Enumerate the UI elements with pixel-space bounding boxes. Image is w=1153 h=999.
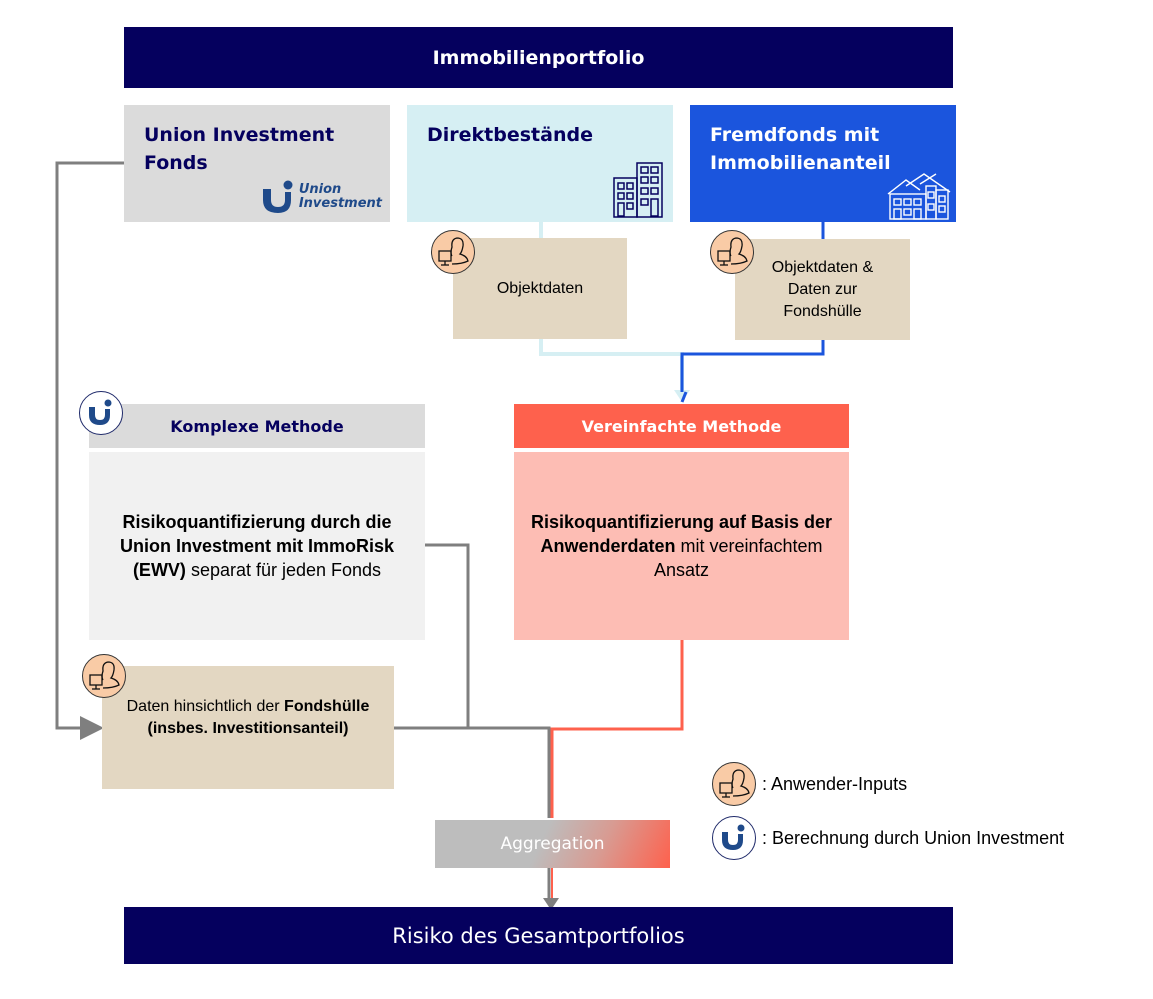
source-fremdfonds: Fremdfonds mit Immobilienanteil <box>690 105 956 222</box>
legend: : Anwender-Inputs : Berechnung durch Uni… <box>712 760 1064 862</box>
source-fremd-label: Fremdfonds mit Immobilienanteil <box>710 124 891 174</box>
aggregation-box: Aggregation <box>435 820 670 868</box>
arrow-fremd <box>680 391 688 403</box>
user-input-icon <box>431 230 475 274</box>
source-direkt-label: Direktbestände <box>427 124 593 146</box>
input-objektdaten-fondshuelle: Objektdaten & Daten zur Fondshülle <box>735 239 910 340</box>
legend-label-user-input: : Anwender-Inputs <box>762 773 908 794</box>
union-investment-icon <box>79 391 123 435</box>
union-investment-icon <box>712 816 756 860</box>
source-direktbestaende: Direktbestände <box>407 105 673 222</box>
source-union-investment-fonds: Union Investment Fonds Union Investment <box>124 105 390 222</box>
arrow-aggregation <box>543 898 559 910</box>
fondshuelle-bold: Fondshülle <box>284 697 370 715</box>
user-input-icon <box>82 654 126 698</box>
complex-body-bold: Risikoquantifizierung durch die Union In… <box>119 512 395 580</box>
union-logo-mark-icon <box>262 180 293 213</box>
union-investment-logo: Union Investment <box>261 180 382 214</box>
input-objektdaten: Objektdaten <box>453 238 627 339</box>
simple-body-bold: Risikoquantifizierung auf Basis der Anwe… <box>530 512 833 556</box>
connector-fondshuelle <box>394 726 551 818</box>
fondshuelle-bold-2: (insbes. Investitionsanteil) <box>147 719 349 737</box>
connector-complex <box>425 543 470 728</box>
logo-text-union: Union <box>298 182 342 197</box>
complex-method-body: Risikoquantifizierung durch die Union In… <box>89 452 425 640</box>
portfolio-header: Immobilienportfolio <box>124 27 953 88</box>
user-input-icon <box>710 230 754 274</box>
total-risk-footer: Risiko des Gesamtportfolios <box>124 907 953 964</box>
connector-union-to-fondshuelle <box>55 161 124 740</box>
simple-method-body: Risikoquantifizierung auf Basis der Anwe… <box>514 452 849 640</box>
fondshuelle-prefix: Daten hinsichtlich der <box>126 697 285 715</box>
simple-method-header: Vereinfachte Methode <box>514 404 849 448</box>
user-input-icon <box>712 762 756 806</box>
simple-body-rest: mit vereinfachtem Ansatz <box>653 536 823 580</box>
legend-item-user-input: : Anwender-Inputs <box>712 760 1064 808</box>
source-union-label: Union Investment Fonds <box>144 124 335 174</box>
complex-method-header: Komplexe Methode <box>89 404 425 448</box>
connector-simple <box>550 640 684 818</box>
houses-icon <box>887 173 951 220</box>
input-fondshuelle: Daten hinsichtlich der Fondshülle (insbes… <box>102 666 394 789</box>
legend-item-union-investment: : Berechnung durch Union Investment <box>712 814 1064 862</box>
office-building-icon <box>613 162 663 218</box>
legend-label-union-investment: : Berechnung durch Union Investment <box>762 827 1065 848</box>
logo-text-investment: Investment <box>298 196 382 211</box>
complex-body-rest: separat für jeden Fonds <box>185 560 382 580</box>
